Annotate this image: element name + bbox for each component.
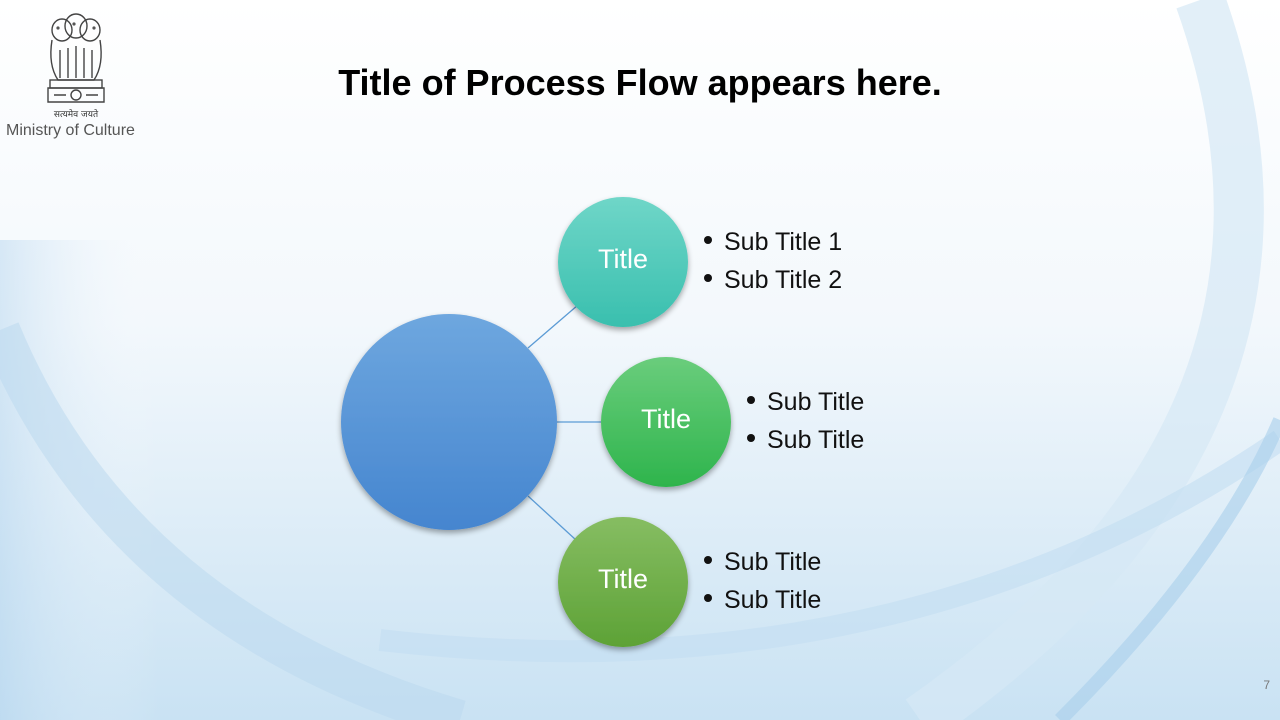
bullet-list-3: Sub Title Sub Title (704, 543, 821, 619)
bullet-list-1: Sub Title 1 Sub Title 2 (704, 223, 842, 299)
page-title: Title of Process Flow appears here. (338, 62, 942, 103)
bullet-item: Sub Title (704, 581, 821, 619)
bullet-dot-icon (747, 396, 755, 405)
node-title-1: Title (597, 244, 648, 274)
bullet-item: Sub Title (747, 383, 864, 421)
bullet-item: Sub Title (704, 543, 821, 581)
bullet-dot-icon (747, 434, 755, 443)
bullet-dot-icon (704, 236, 712, 245)
bullet-item: Sub Title (747, 421, 864, 459)
node-circle-3 (558, 517, 688, 647)
bullet-list-2: Sub Title Sub Title (747, 383, 864, 459)
node-circle-2 (601, 357, 731, 487)
node-title-3: Title (597, 564, 648, 594)
national-emblem-logo: सत्यमेव जयते (47, 13, 105, 120)
node-circle-1 (558, 197, 688, 327)
ministry-label: Ministry of Culture (6, 122, 135, 139)
bullet-dot-icon (704, 274, 712, 283)
connector-line-1 (527, 304, 579, 349)
emblem-motto: सत्यमेव जयते (54, 108, 99, 120)
bullet-item: Sub Title 1 (704, 223, 842, 261)
center-circle (341, 314, 557, 530)
page-number: 7 (1263, 678, 1270, 692)
connector-line-3 (527, 495, 577, 541)
bullet-dot-icon (704, 594, 712, 603)
node-title-2: Title (640, 404, 691, 434)
bullet-item: Sub Title 2 (704, 261, 842, 299)
bullet-dot-icon (704, 556, 712, 565)
